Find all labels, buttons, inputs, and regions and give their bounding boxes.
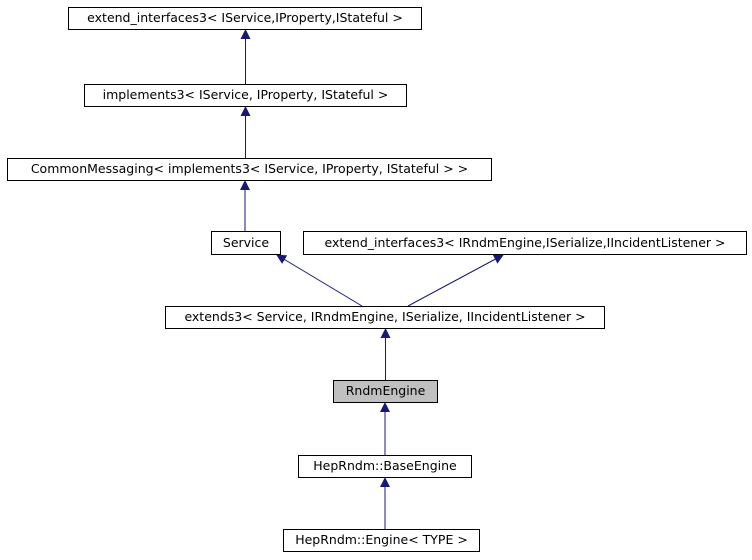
class-node-implements3[interactable]: implements3< IService, IProperty, IState… <box>84 84 407 107</box>
class-node-service[interactable]: Service <box>211 231 281 255</box>
class-node-heprndm-baseengine[interactable]: HepRndm::BaseEngine <box>298 455 472 478</box>
class-node-rndm-engine: RndmEngine <box>333 380 438 403</box>
class-node-extend-interfaces3-irndmengine[interactable]: extend_interfaces3< IRndmEngine,ISeriali… <box>303 231 747 255</box>
class-node-extend-interfaces3-iservice[interactable]: extend_interfaces3< IService,IProperty,I… <box>68 7 422 30</box>
inheritance-arrow-extends3-to-service <box>276 254 363 307</box>
class-node-heprndm-engine-type[interactable]: HepRndm::Engine< TYPE > <box>283 529 480 552</box>
inheritance-arrow-extends3-to-extend-interfaces3-irndmengine <box>407 254 504 307</box>
class-node-common-messaging[interactable]: CommonMessaging< implements3< IService, … <box>7 158 492 181</box>
class-node-extends3[interactable]: extends3< Service, IRndmEngine, ISeriali… <box>165 306 605 329</box>
